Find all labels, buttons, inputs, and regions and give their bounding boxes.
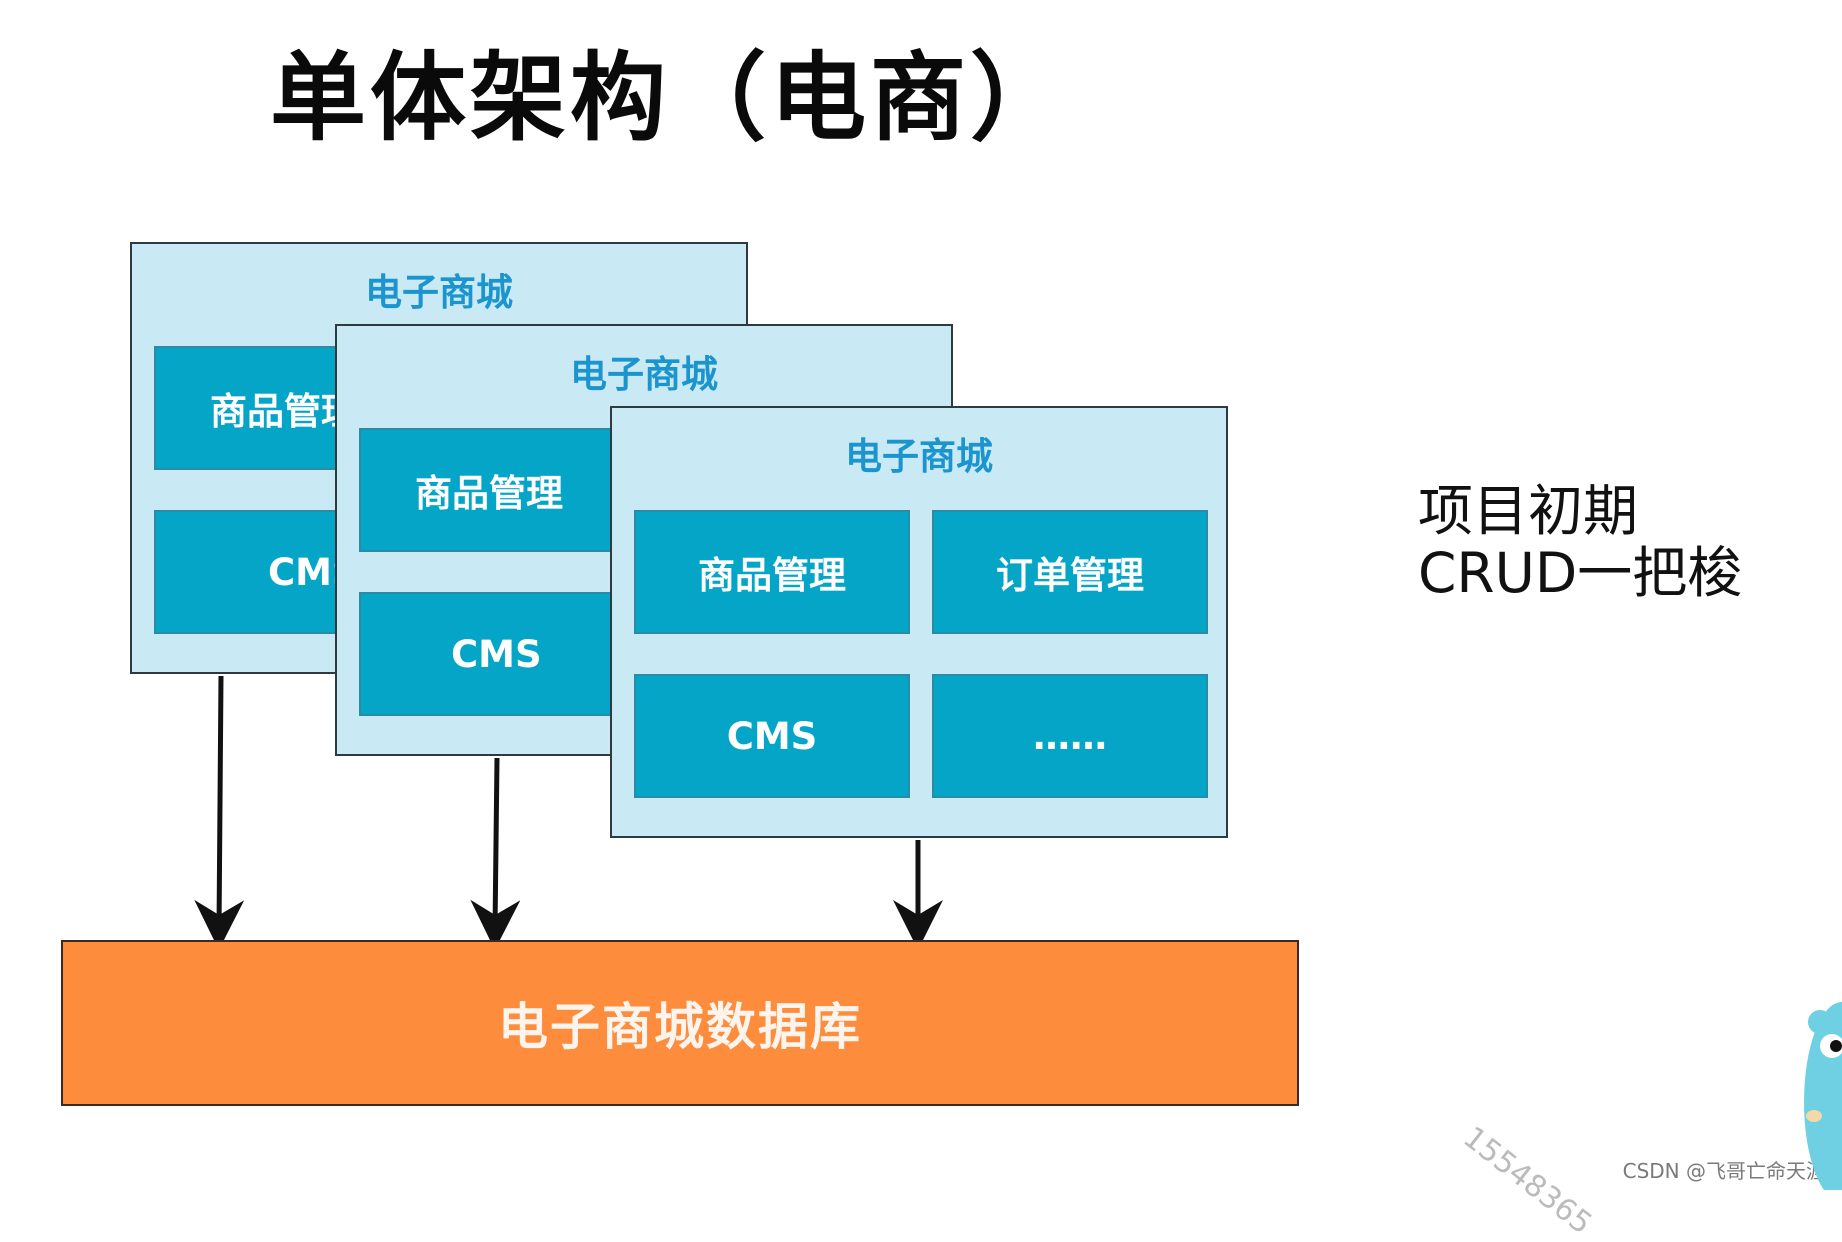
credit-text: CSDN @飞哥亡命天涯 <box>1622 1159 1826 1183</box>
arrow-panel-1-to-database <box>194 675 245 950</box>
page-title: 单体架构（电商） <box>270 42 1070 154</box>
module-more: …… <box>932 674 1208 798</box>
panel-title: 电子商城 <box>365 271 513 314</box>
app-panel-3: 电子商城 商品管理 订单管理 CMS …… <box>610 406 1228 838</box>
gopher-mascot-icon <box>1804 1002 1842 1190</box>
side-note-line-2: CRUD一把梭 <box>1418 541 1743 605</box>
side-note: 项目初期 CRUD一把梭 <box>1418 480 1742 604</box>
database-block: 电子商城数据库 <box>61 940 1299 1106</box>
module-product-management: 商品管理 <box>359 428 635 552</box>
arrow-panel-2-to-database <box>470 757 521 950</box>
module-cms: CMS <box>634 674 910 798</box>
module-cms: CMS <box>359 592 635 716</box>
module-product-management: 商品管理 <box>634 510 910 634</box>
side-note-line-1: 项目初期 <box>1418 479 1639 543</box>
panel-title: 电子商城 <box>570 353 718 396</box>
panel-title: 电子商城 <box>845 435 993 478</box>
connection-arrows <box>194 675 943 950</box>
module-order-management: 订单管理 <box>932 510 1208 634</box>
